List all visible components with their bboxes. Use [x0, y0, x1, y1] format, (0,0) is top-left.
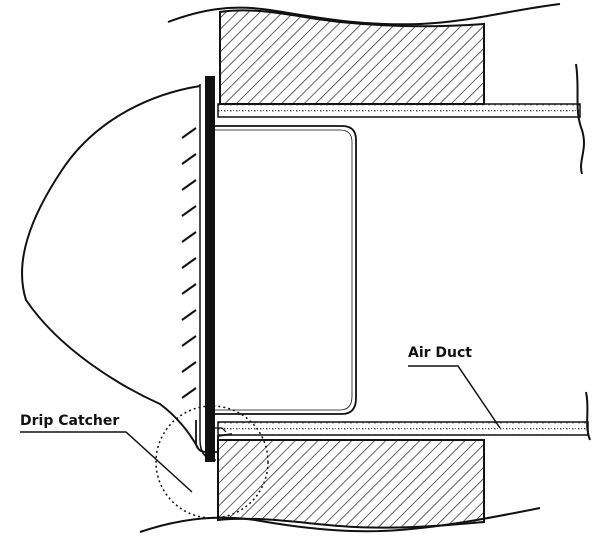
wall-top-break-line [167, 3, 561, 26]
vent-hood-outline [21, 85, 201, 449]
duct-upper-break [575, 63, 585, 175]
wall-lower-block [217, 439, 485, 529]
duct-collar [214, 125, 357, 415]
cover-plate [205, 76, 215, 462]
air-duct-leader [408, 365, 501, 429]
duct-lower-break [585, 391, 591, 441]
collar-inner-edge [214, 129, 353, 411]
drip-catcher-leader [20, 431, 193, 493]
wall-upper-block [219, 9, 485, 105]
drip-catcher-highlight-circle [155, 405, 269, 519]
louver-ticks [181, 127, 197, 399]
drip-catcher-notch [206, 427, 227, 433]
air-duct-label: Air Duct [408, 345, 472, 361]
drip-catcher-lip [195, 420, 233, 453]
duct-lower-wall [217, 421, 589, 436]
drip-catcher-label: Drip Catcher [20, 413, 119, 429]
